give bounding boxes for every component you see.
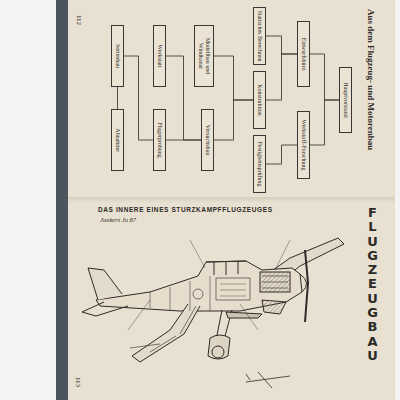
chart-title: Aus dem Flugzeug- und Motorenbau: [366, 9, 376, 191]
figure-title: DAS INNERE EINES STURZKAMPFFLUGZEUGES: [98, 206, 273, 213]
box-text: Abnahme: [114, 112, 121, 168]
process-box: Statisches Berechnen: [253, 7, 266, 65]
box-text: Statisches Berechnen: [256, 10, 263, 62]
process-box: Modellbau und Windkanal: [194, 25, 214, 87]
process-box: Entwurfsbüro: [297, 21, 310, 87]
process-box: Abnahme: [111, 109, 124, 171]
connector: [266, 36, 297, 54]
process-box: Konstruktion: [253, 71, 266, 129]
process-box: Versuchsbau: [201, 109, 214, 171]
figure-subtitle: Junkers Ju 87: [100, 216, 136, 223]
connector: [310, 54, 339, 100]
box-text: Festigkeitsprüfung: [256, 138, 263, 190]
box-text: Modellbau und Windkanal: [197, 28, 211, 84]
book-cover: [56, 0, 68, 400]
box-text: Werkstatt: [156, 28, 163, 84]
process-box: Flugerprobung: [153, 109, 166, 171]
flowchart-rotated: Aus dem Flugzeug- und Motorenbau Hauptvor…: [90, 5, 380, 195]
connector: [266, 54, 297, 100]
process-box: Hauptvorstand: [339, 67, 352, 133]
process-box: Werkstoff-Forschung: [297, 111, 310, 179]
process-box: Festigkeitsprüfung: [253, 135, 266, 193]
process-box: Serienbau: [111, 25, 124, 87]
page-gutter: [68, 197, 395, 203]
connector: [117, 87, 118, 109]
process-box: Werkstatt: [153, 25, 166, 87]
box-text: Konstruktion: [256, 74, 263, 126]
box-text: Versuchsbau: [204, 112, 211, 168]
page-number: 113: [74, 377, 82, 387]
box-text: Flugerprobung: [156, 112, 163, 168]
box-text: Hauptvorstand: [342, 70, 349, 130]
page-number: 112: [75, 15, 83, 25]
section-title: FLUGZEUGBAU: [366, 206, 379, 363]
box-text: Werkstoff-Forschung: [300, 114, 307, 176]
box-text: Entwurfsbüro: [300, 24, 307, 84]
box-text: Serienbau: [114, 28, 121, 84]
connector: [266, 145, 297, 164]
connector: [214, 56, 253, 100]
connector-layer: [90, 5, 380, 195]
connector: [166, 140, 201, 141]
connector: [310, 100, 339, 145]
connector: [214, 100, 253, 140]
connector: [124, 56, 153, 140]
